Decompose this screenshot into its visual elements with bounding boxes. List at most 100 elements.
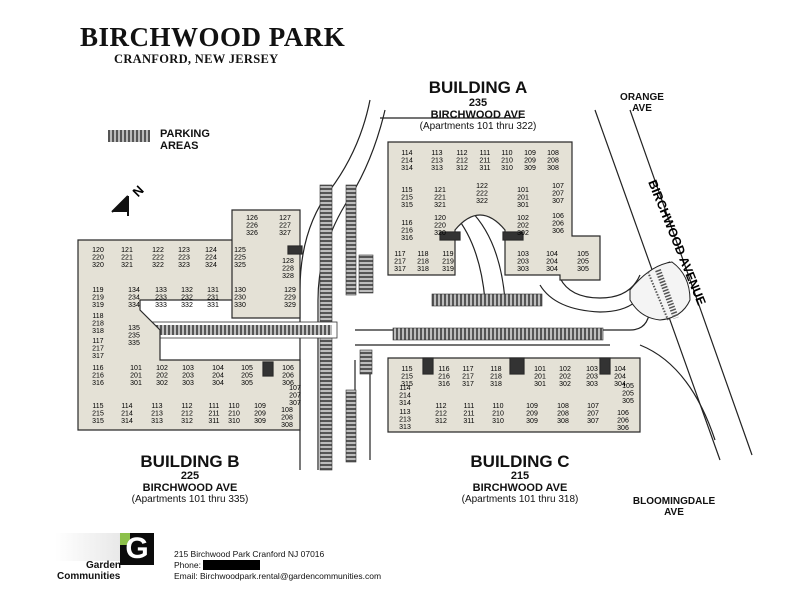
footer-email[interactable]: Email: Birchwoodpark.rental@gardencommun… bbox=[174, 571, 382, 581]
building-c-number: 215 bbox=[510, 470, 530, 482]
logo-letter: G bbox=[125, 532, 149, 565]
building-c-street: BIRCHWOOD AVE bbox=[472, 482, 568, 494]
compass-label: N bbox=[130, 183, 147, 200]
orange-ave-line-2: AVE bbox=[632, 103, 652, 114]
building-c-range: (Apartments 101 thru 318) bbox=[461, 494, 579, 505]
bloomingdale-ave-line-1: BLOOMINGDALE bbox=[632, 496, 716, 507]
page-subtitle: CRANFORD, NEW JERSEY bbox=[114, 52, 279, 66]
parking-area bbox=[392, 327, 604, 341]
legend-line-1: PARKING bbox=[160, 128, 210, 140]
phone-label: Phone: bbox=[174, 560, 201, 570]
parking-areas bbox=[146, 184, 604, 471]
parking-area bbox=[345, 184, 357, 296]
logo-accent bbox=[120, 533, 130, 545]
building-a-footprint bbox=[387, 141, 601, 281]
footer-address: 215 Birchwood Park Cranford NJ 07016 bbox=[174, 549, 325, 559]
parking-area bbox=[359, 349, 373, 375]
street-label-bloomingdale-ave: BLOOMINGDALE AVE bbox=[626, 496, 722, 518]
building-a-street: BIRCHWOOD AVE bbox=[430, 109, 526, 121]
street-label-orange-ave: ORANGE AVE bbox=[614, 92, 670, 114]
footer-phone: Phone: 908-224-4391 bbox=[174, 560, 261, 571]
compass: N bbox=[111, 183, 147, 216]
building-b-range: (Apartments 101 thru 335) bbox=[131, 494, 249, 505]
logo-word-communities: Communities bbox=[57, 571, 121, 582]
orange-ave-line-1: ORANGE bbox=[620, 92, 664, 103]
building-b-number: 225 bbox=[180, 470, 200, 482]
logo-backdrop bbox=[55, 533, 121, 561]
building-a-number: 235 bbox=[468, 97, 488, 109]
parking-area bbox=[431, 293, 543, 307]
phone-value[interactable]: 908-224-4391 bbox=[203, 560, 261, 570]
building-b-name: BUILDING B bbox=[140, 452, 240, 471]
building-c-footprint bbox=[387, 357, 641, 433]
parking-area bbox=[345, 389, 357, 463]
building-c-name: BUILDING C bbox=[470, 452, 570, 471]
bloomingdale-ave-line-2: AVE bbox=[664, 507, 684, 518]
parking-area bbox=[358, 254, 374, 294]
page-title: BIRCHWOOD PARK bbox=[80, 22, 346, 52]
building-a-range: (Apartments 101 thru 322) bbox=[419, 121, 537, 132]
